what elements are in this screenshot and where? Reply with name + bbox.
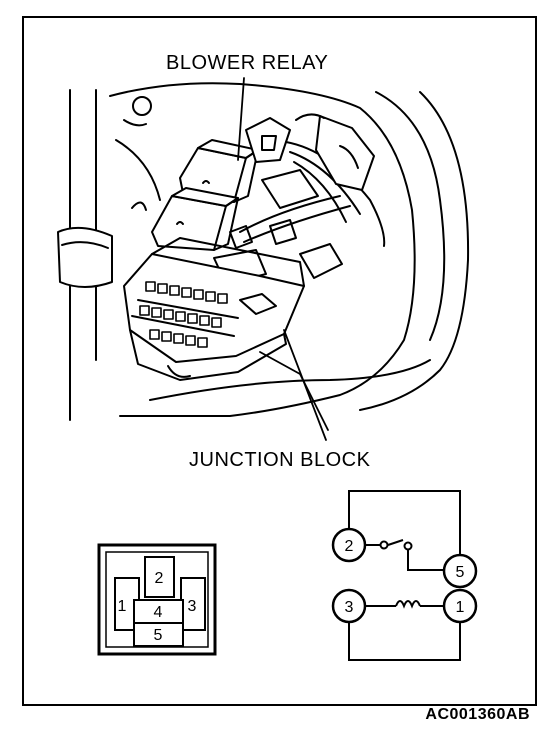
terminal-5 [442, 553, 478, 589]
wire-2-to-5 [348, 490, 461, 557]
illustration [57, 77, 470, 441]
blower-relay-label: BLOWER RELAY [166, 52, 329, 74]
blower-relay-illustration [151, 117, 291, 251]
relay-schematic: 2 5 3 1 [331, 490, 478, 661]
pin-3-label: 3 [188, 598, 197, 615]
terminal-1 [442, 588, 478, 624]
wire-harness [213, 113, 386, 285]
pin-2-label: 2 [155, 570, 164, 587]
dash-pillar [57, 89, 113, 421]
terminal-3-label: 3 [345, 599, 354, 616]
terminal-5-label: 5 [456, 564, 465, 581]
fuse-cavities [139, 281, 228, 348]
connector-outline [97, 543, 217, 656]
pin-5-label: 5 [154, 627, 163, 644]
switch-lead-right [407, 550, 443, 571]
terminal-2 [331, 527, 367, 563]
terminal-1-label: 1 [456, 599, 465, 616]
figure-frame [22, 16, 537, 706]
connector-pinout: 2 1 4 3 5 [97, 543, 217, 656]
switch-arm [387, 539, 404, 546]
figure-code: AC001360AB [425, 706, 530, 723]
switch-contact-open [403, 541, 413, 551]
wire-3-to-1 [348, 622, 461, 661]
pin-2-cavity [144, 556, 175, 598]
pin-4-label: 4 [154, 604, 163, 621]
pin-1-label: 1 [118, 598, 127, 615]
terminal-3 [331, 588, 367, 624]
dash-curves [109, 82, 470, 417]
junction-block-label: JUNCTION BLOCK [189, 449, 371, 471]
coil-winding [395, 600, 421, 609]
switch-contact-fixed [379, 540, 389, 550]
terminal-2-label: 2 [345, 538, 354, 555]
leader-lines [237, 77, 329, 441]
junction-block-illustration [123, 237, 305, 381]
pin-5-cavity [133, 622, 184, 647]
